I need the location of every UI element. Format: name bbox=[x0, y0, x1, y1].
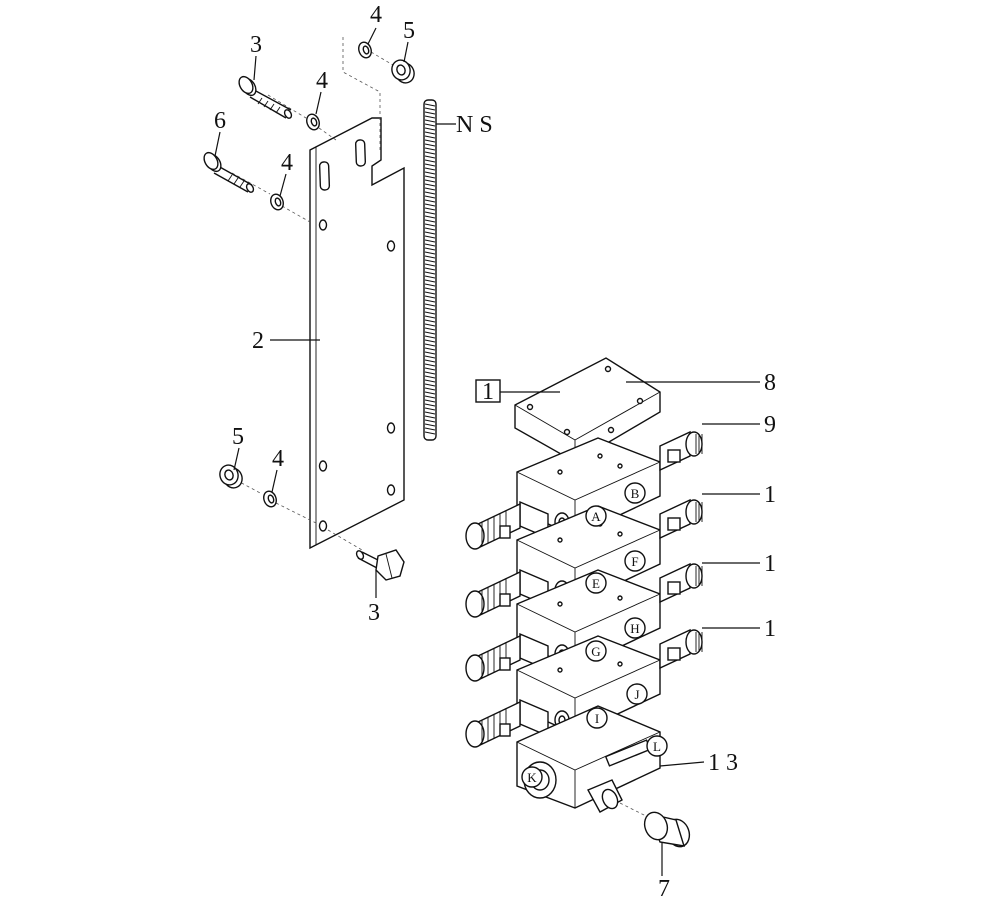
port-a-label: A bbox=[591, 509, 601, 524]
bolt-6 bbox=[203, 151, 255, 193]
port-l-marker: L bbox=[646, 735, 668, 757]
callout-5-top: 5 bbox=[403, 18, 415, 44]
box-label: 1 bbox=[475, 379, 501, 405]
port-f-marker: F bbox=[624, 550, 646, 572]
washer-4-low bbox=[263, 490, 277, 508]
callout-13: 1 3 bbox=[708, 750, 738, 776]
port-i-marker: I bbox=[586, 707, 608, 729]
callout-3-low: 3 bbox=[368, 600, 380, 626]
port-h-label: H bbox=[630, 621, 639, 636]
callout-3-top: 3 bbox=[250, 32, 262, 58]
callout-7: 7 bbox=[658, 876, 670, 902]
port-k-marker: K bbox=[521, 766, 543, 788]
port-g-marker: G bbox=[585, 640, 607, 662]
port-g-label: G bbox=[591, 644, 600, 659]
callout-6: 6 bbox=[214, 108, 226, 134]
callout-2: 2 bbox=[252, 328, 264, 354]
port-h-marker: H bbox=[624, 617, 646, 639]
port-e-marker: E bbox=[585, 572, 607, 594]
callout-ns: N S bbox=[456, 112, 493, 138]
valve-sections bbox=[465, 430, 703, 748]
callout-4-mid: 4 bbox=[281, 150, 293, 176]
nut-5-top bbox=[391, 59, 415, 84]
callouts: 4 5 3 4 6 4 2 5 4 3 N S 8 9 1 1 1 1 3 7 bbox=[214, 2, 776, 902]
port-l-label: L bbox=[653, 739, 661, 754]
callout-5-low: 5 bbox=[232, 424, 244, 450]
port-b-marker: B bbox=[624, 482, 646, 504]
callout-8: 8 bbox=[764, 370, 776, 396]
callout-1a: 1 bbox=[764, 482, 776, 508]
callout-4-low: 4 bbox=[272, 446, 284, 472]
washer-4-upper bbox=[306, 113, 320, 131]
port-i-label: I bbox=[595, 711, 599, 726]
callout-1b: 1 bbox=[764, 551, 776, 577]
valve-cover-8 bbox=[514, 357, 661, 463]
washer-4-mid bbox=[270, 193, 284, 211]
washer-4-top bbox=[358, 41, 372, 59]
port-a-marker: A bbox=[585, 505, 607, 527]
port-f-label: F bbox=[631, 554, 638, 569]
bolt-3-bottom bbox=[355, 549, 405, 581]
port-k-label: K bbox=[527, 770, 537, 785]
port-e-label: E bbox=[592, 576, 600, 591]
callout-4-top: 4 bbox=[370, 2, 382, 28]
callout-9: 9 bbox=[764, 412, 776, 438]
callout-1c: 1 bbox=[764, 616, 776, 642]
port-b-label: B bbox=[631, 486, 640, 501]
box-label-text: 1 bbox=[482, 379, 494, 405]
mounting-plate bbox=[309, 117, 405, 550]
bolt-3-top bbox=[238, 75, 293, 119]
threaded-rod bbox=[423, 99, 437, 441]
port-j-marker: J bbox=[626, 683, 648, 705]
port-markers: A B E F G H I J K L bbox=[521, 482, 668, 788]
leader-lines bbox=[214, 27, 760, 876]
callout-4-upper: 4 bbox=[316, 68, 328, 94]
nut-5-low bbox=[219, 464, 243, 489]
port-j-label: J bbox=[634, 687, 639, 702]
valve-section-4 bbox=[465, 628, 703, 748]
cap-7 bbox=[643, 811, 691, 848]
valve-section-1 bbox=[465, 430, 703, 550]
